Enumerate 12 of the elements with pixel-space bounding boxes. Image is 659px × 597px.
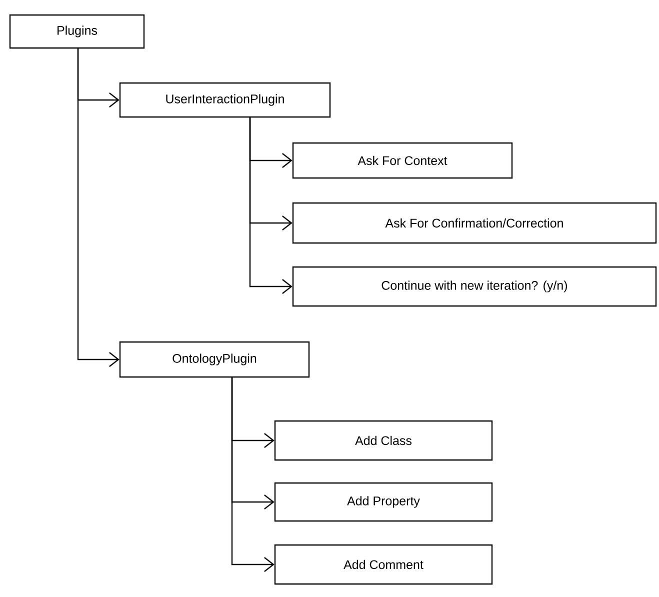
arrow bbox=[249, 118, 292, 294]
plugin-box: UserInteractionPlugin bbox=[119, 82, 331, 118]
plugin-box: Ask For Context bbox=[292, 142, 513, 179]
plugin-box: OntologyPlugin bbox=[119, 341, 310, 378]
plugin-box: Add Class bbox=[274, 420, 493, 461]
arrow bbox=[231, 378, 274, 572]
plugin-box: Add Comment bbox=[274, 544, 493, 585]
arrow bbox=[77, 48, 120, 367]
plugin-box: Plugins bbox=[9, 14, 145, 49]
plugin-box: Ask For Confirmation/Correction bbox=[292, 202, 657, 244]
plugin-box: Add Property bbox=[274, 482, 493, 522]
plugin-box: Continue with new iteration? (y/n) bbox=[292, 266, 657, 307]
